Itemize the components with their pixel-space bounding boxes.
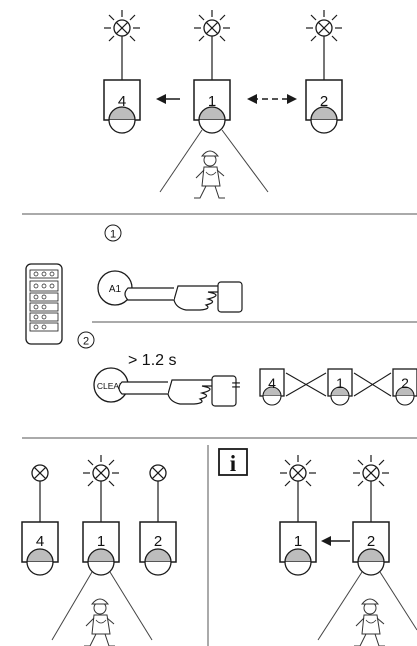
step-number: 1 — [110, 229, 116, 241]
sensor-number: 4 — [36, 533, 44, 550]
sensor-number: 1 — [294, 533, 302, 550]
hand-press-icon — [124, 281, 243, 313]
step-marker — [104, 224, 122, 242]
step-number: 2 — [83, 336, 89, 348]
detection-zone — [317, 571, 363, 641]
remote-control-icon — [25, 263, 63, 345]
step-marker — [77, 331, 95, 349]
equals-sign: = — [231, 377, 240, 394]
top-scene: 4 1 2 — [103, 9, 343, 199]
sensor-number: 4 — [118, 93, 126, 110]
hold-duration: > 1.2 s — [128, 352, 176, 369]
crossed-link — [285, 372, 392, 397]
sensor-number: 2 — [401, 375, 409, 391]
sensor-number: 4 — [268, 375, 276, 391]
bottom-left-scene: 4 1 2 — [21, 454, 177, 646]
button-label: A1 — [109, 284, 122, 295]
info-glyph: i — [230, 451, 237, 476]
sensor-number: 2 — [154, 533, 162, 550]
light-off-icon — [149, 464, 167, 482]
sensor-number: 2 — [320, 93, 328, 110]
walking-person-icon — [193, 150, 226, 199]
walking-person-icon — [353, 598, 386, 646]
sensor-number: 2 — [367, 533, 375, 550]
info-scene: i 1 2 — [218, 448, 417, 646]
hand-press-icon — [118, 375, 237, 407]
button-label: CLEAR — [97, 381, 125, 391]
detection-zone — [159, 129, 203, 193]
sensor-number: 1 — [336, 375, 344, 391]
info-icon — [218, 448, 248, 476]
remote-control-steps: 1 A1 2 > 1.2 s CLEAR = 4 1 2 — [25, 224, 417, 407]
sensor-number: 1 — [97, 533, 105, 550]
detection-zone — [51, 571, 93, 641]
walking-person-icon — [83, 598, 116, 646]
sensor-number: 1 — [208, 93, 216, 110]
light-off-icon — [31, 464, 49, 482]
